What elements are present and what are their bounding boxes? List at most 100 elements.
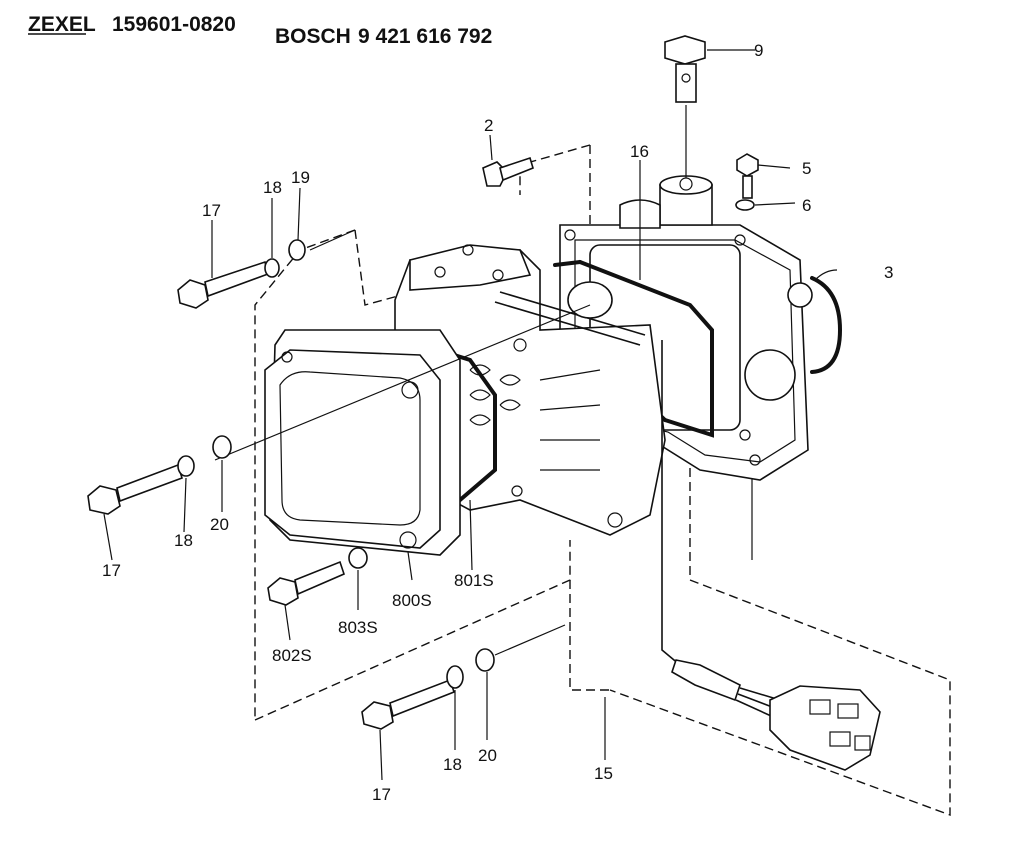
callout-5: 5	[802, 159, 811, 178]
guide-line-2	[519, 144, 591, 195]
guide-line-bottom-mid	[569, 580, 610, 691]
callout-18-mid: 18	[174, 531, 193, 550]
screw-2-shank	[499, 156, 534, 182]
intermediate-body	[394, 244, 666, 536]
zexel-part-number: 159601-0820	[112, 13, 236, 36]
guide-line-bottom-left	[254, 540, 571, 721]
assembly-axis-line	[214, 304, 591, 461]
bolt-9-hole	[681, 73, 691, 83]
bolt-17-mid-shank	[116, 463, 183, 503]
connector-housing	[769, 685, 881, 771]
connector-pin-1	[809, 699, 831, 715]
callout-16: 16	[630, 142, 649, 161]
callout-2: 2	[484, 116, 493, 135]
housing-side-boss	[744, 349, 796, 401]
cover-recess	[279, 371, 421, 526]
callout-17-bottom: 17	[372, 785, 391, 804]
bottom-bolt-axis-line	[494, 624, 566, 656]
bolt-set-top	[177, 239, 306, 309]
top-block-hole-3	[492, 269, 504, 281]
screw-2	[482, 156, 534, 187]
leader-802s	[284, 604, 291, 641]
bolt-17-top-shank	[204, 260, 269, 298]
leader-19	[297, 187, 301, 241]
leader-2	[489, 134, 493, 161]
header: ZEXEL 159601-0820 BOSCH 9 421 616 792	[28, 13, 492, 48]
washer-18-top	[264, 258, 280, 278]
plunger-rod-bottom	[494, 301, 641, 346]
o-ring-3	[810, 276, 843, 374]
housing-bolt-hole-3	[564, 229, 576, 241]
callout-800s: 800S	[392, 591, 432, 610]
cover-bolt-hole-2	[399, 531, 417, 549]
cover-800s	[264, 329, 461, 556]
body-bolt-hole-1	[513, 338, 527, 352]
bolt-17-bottom-shank	[389, 678, 455, 718]
washer-18-bottom	[446, 665, 464, 689]
leader-17-mid	[103, 513, 113, 561]
leader-17-bottom	[379, 729, 383, 781]
brand-bosch: BOSCH	[275, 25, 351, 48]
callout-18-bottom: 18	[443, 755, 462, 774]
washer-19	[288, 239, 306, 261]
connector-pin-2	[837, 703, 859, 719]
callout-18-top: 18	[263, 178, 282, 197]
bolt-9-shank	[675, 63, 697, 103]
top-outlet-rim	[659, 175, 713, 195]
spring-right	[499, 374, 521, 411]
top-block-hole-2	[462, 244, 474, 256]
callout-803s: 803S	[338, 618, 378, 637]
washer-803s	[348, 547, 368, 569]
guide-line-right-frame	[609, 300, 951, 817]
callout-3: 3	[884, 263, 893, 282]
screw-5-head	[736, 153, 759, 177]
bolt-9-head	[664, 35, 706, 65]
connector-pin-4	[854, 735, 871, 751]
sensor-body	[671, 659, 741, 702]
callout-6: 6	[802, 196, 811, 215]
guide-line-left-frame	[254, 229, 356, 720]
bolt-set-mid	[87, 435, 232, 515]
brand-zexel: ZEXEL	[28, 13, 96, 36]
bolt-17-bottom-head	[361, 701, 394, 730]
housing-bolt-hole-1	[739, 429, 751, 441]
plunger-rod-top	[499, 291, 646, 336]
callout-802s: 802S	[272, 646, 312, 665]
bolt-802s-head	[267, 577, 299, 606]
washer-20-bottom	[475, 648, 495, 672]
washer-20-mid	[212, 435, 232, 459]
body-bolt-hole-2	[511, 485, 523, 497]
callout-20-bottom: 20	[478, 746, 497, 765]
sensor-wire-upper	[661, 340, 681, 666]
banjo-bolt-9	[664, 35, 706, 178]
leader-18-mid	[183, 477, 187, 533]
bolt-set-bottom	[361, 648, 495, 730]
connector-pin-3	[829, 731, 851, 747]
bolt-17-top-head	[177, 279, 209, 309]
housing-side-port	[787, 282, 813, 308]
callout-17-mid: 17	[102, 561, 121, 580]
leader-6	[754, 202, 796, 206]
gasket-16-outline	[578, 260, 714, 438]
bolt-802s-shank	[294, 560, 345, 596]
leader-3	[814, 269, 838, 281]
callout-20-mid: 20	[210, 515, 229, 534]
callout-19: 19	[291, 168, 310, 187]
cover-bolt-hole-3	[281, 351, 293, 363]
leader-801s	[469, 499, 473, 571]
callout-labels: 2 3 5 6 9 15 16 17 18 19 17 18 20 800S 8…	[102, 41, 893, 804]
callout-17-top: 17	[202, 201, 221, 220]
callout-801s: 801S	[454, 571, 494, 590]
screw-5	[736, 153, 759, 199]
body-bolt-hole-3	[607, 512, 623, 528]
cover-bolt-hole-1	[401, 381, 419, 399]
leader-5	[757, 164, 791, 169]
leader-800s	[407, 551, 413, 581]
bolt-17-mid-head	[87, 485, 121, 515]
washer-18-mid	[177, 455, 195, 477]
cover-front-face	[264, 349, 441, 549]
bosch-part-number: 9 421 616 792	[358, 25, 492, 48]
sensor-15	[661, 340, 881, 771]
housing-bolt-hole-2	[749, 454, 761, 466]
